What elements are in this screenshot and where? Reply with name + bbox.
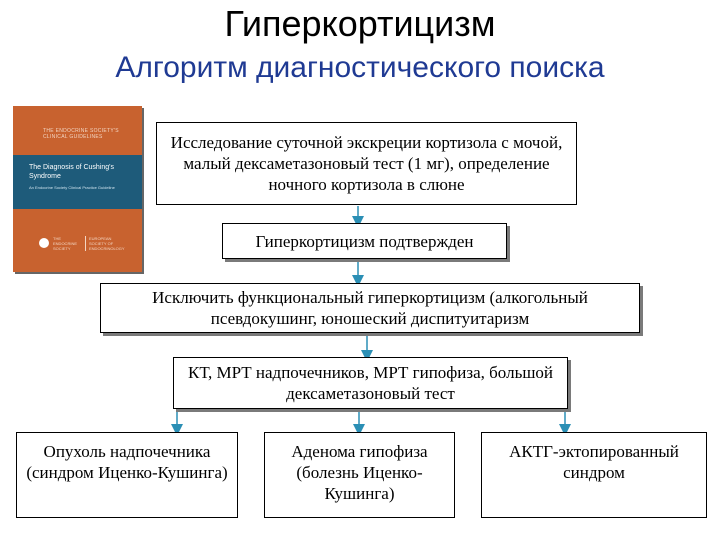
step-confirmed: Гиперкортицизм подтвержден — [222, 223, 507, 259]
cover-logo-text: THE ENDOCRINE SOCIETY — [53, 236, 78, 251]
page-subtitle: Алгоритм диагностического поиска — [115, 51, 605, 84]
cover-title: The Diagnosis of Cushing's Syndrome — [29, 164, 114, 180]
outcome-pituitary-adenoma: Аденома гипофиза (болезнь Иценко-Кушинга… — [264, 432, 455, 518]
outcome-ectopic-acth: АКТГ-эктопированный синдром — [481, 432, 707, 518]
society-logo-icon — [39, 238, 49, 248]
cover-subtitle: An Endocrine Society Clinical Practice G… — [29, 185, 115, 190]
cover-logo2-text: EUROPEAN SOCIETY OF ENDOCRINOLOGY — [85, 236, 125, 251]
outcome-adrenal-tumor: Опухоль надпочечника (синдром Иценко-Куш… — [16, 432, 238, 518]
step-screening-tests: Исследование суточной экскреции кортизол… — [156, 122, 577, 205]
cover-band: The Diagnosis of Cushing's Syndrome An E… — [13, 155, 142, 209]
step-imaging: КТ, МРТ надпочечников, МРТ гипофиза, бол… — [173, 357, 568, 409]
step-exclude-functional: Исключить функциональный гиперкортицизм … — [100, 283, 640, 333]
page-title: Гиперкортицизм — [224, 3, 496, 44]
guideline-cover-image: THE ENDOCRINE SOCIETY'S CLINICAL GUIDELI… — [13, 106, 142, 272]
cover-top-text: THE ENDOCRINE SOCIETY'S CLINICAL GUIDELI… — [43, 128, 119, 140]
